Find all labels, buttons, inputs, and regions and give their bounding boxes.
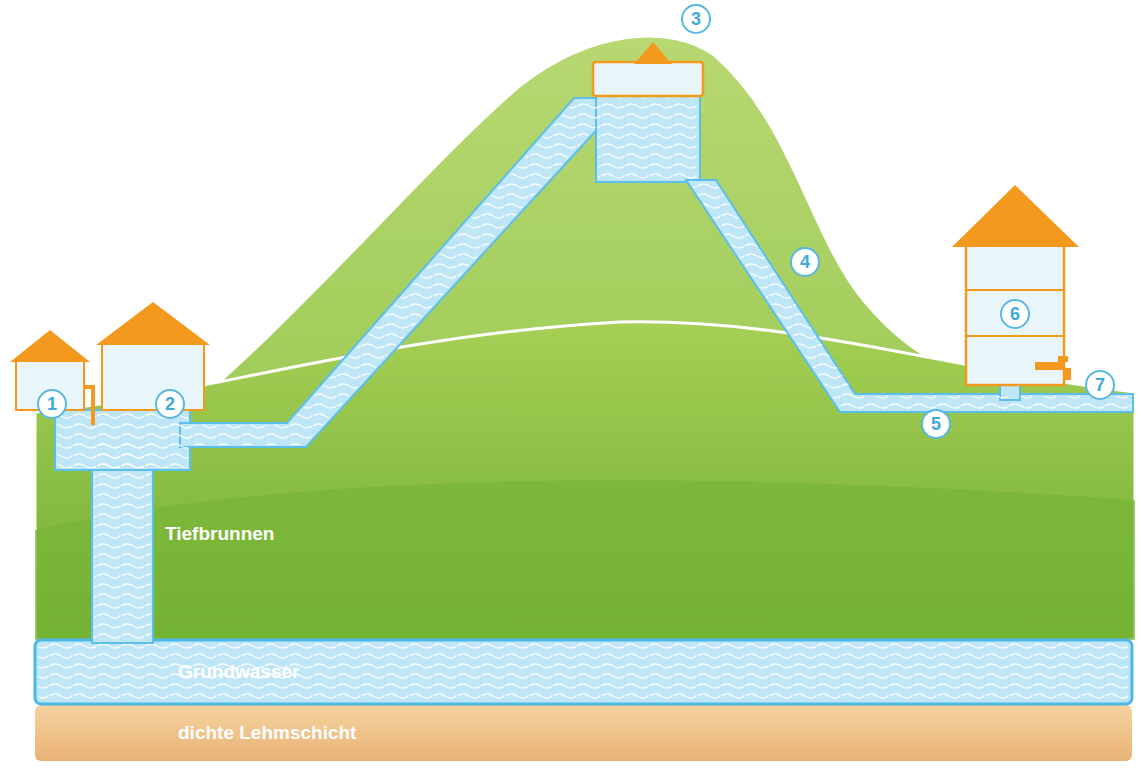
rising-pipe (180, 98, 602, 447)
clay-layer (35, 705, 1132, 761)
layer-label: dichte Lehmschicht (178, 722, 356, 744)
groundwater-layer (35, 640, 1132, 704)
hill (35, 480, 1135, 640)
pump-house (10, 330, 95, 425)
part-label: Tiefbrunnen (165, 523, 274, 545)
groundwater-band: Grundwasser (35, 640, 1132, 704)
water-tap (1035, 356, 1071, 380)
callout-number: 4 (790, 247, 820, 277)
water-system (55, 96, 1133, 643)
falling-pipe (686, 180, 1133, 412)
callout-number: 2 (155, 389, 185, 419)
callout-number: 6 (1000, 299, 1030, 329)
well-basin (55, 410, 190, 470)
deep-well (92, 440, 153, 643)
callout-number: 7 (1085, 370, 1115, 400)
callout-number: 1 (37, 389, 67, 419)
treatment-house (96, 302, 210, 410)
layer-label: Grundwasser (178, 661, 299, 683)
reservoir-house (593, 42, 703, 96)
clay-band: dichte Lehmschicht (35, 705, 1132, 761)
reservoir (596, 96, 700, 182)
residential-house (952, 185, 1079, 385)
callout-number: 3 (681, 4, 711, 34)
water-waves (57, 98, 1131, 641)
water-waves (38, 643, 1129, 701)
callout-number: 5 (921, 409, 951, 439)
